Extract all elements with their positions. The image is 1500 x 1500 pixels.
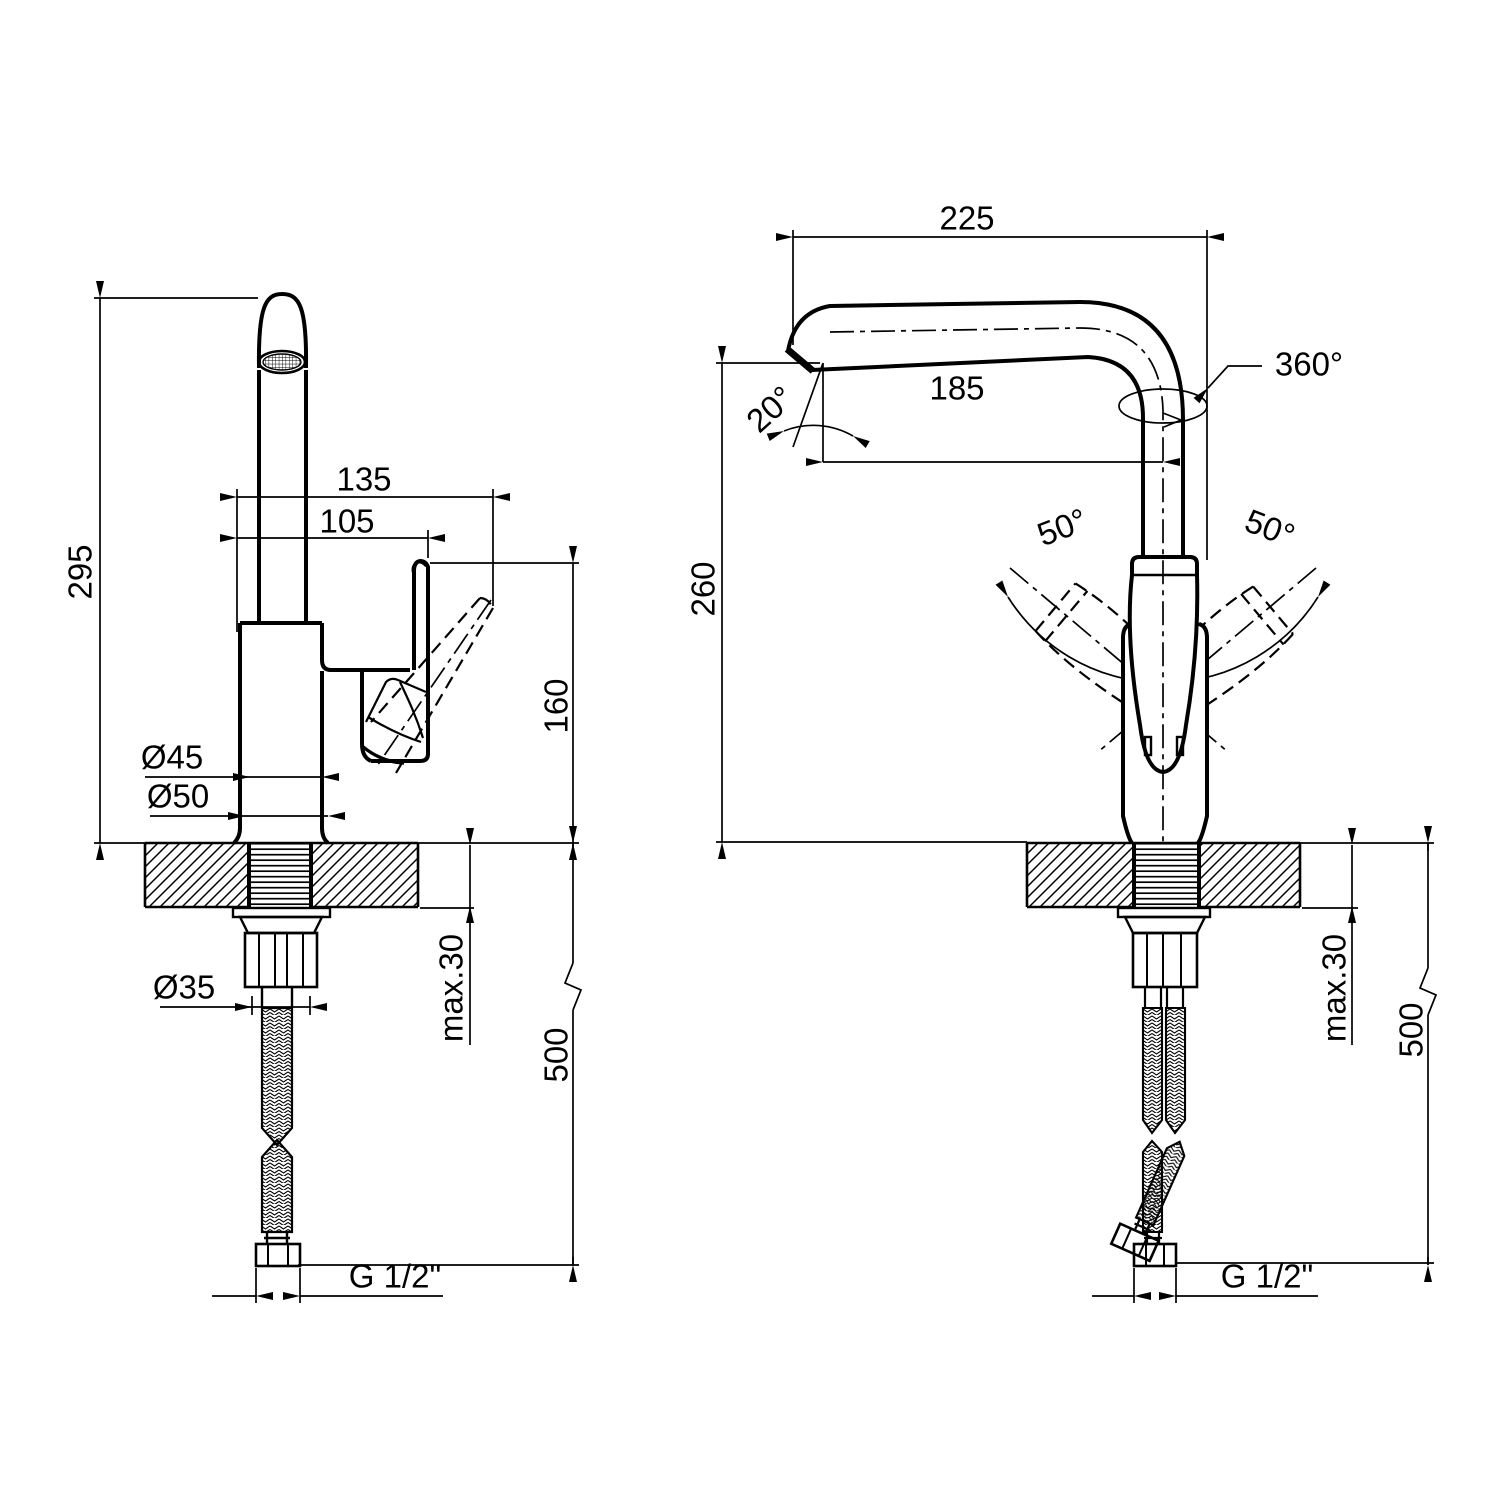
aerator-mesh (262, 353, 302, 371)
extension-lines (1133, 1268, 1177, 1303)
spout-centerline (829, 327, 1164, 843)
dim-hose-length: 500 (1393, 1002, 1430, 1057)
dim-deck-max: max.30 (433, 934, 470, 1042)
fastening-side (231, 906, 332, 1008)
spout-outlet-face (784, 346, 816, 374)
handle-side (360, 558, 494, 774)
dim-spout-swivel: 360° (1275, 346, 1343, 383)
swivel-direction-arrow (1162, 412, 1182, 428)
mounting-nut (243, 931, 319, 989)
spout-front (784, 299, 1185, 580)
body-fill (240, 623, 322, 843)
mounting-nut (1131, 931, 1199, 989)
washer (231, 906, 332, 919)
faucet-side-view (143, 291, 494, 1268)
supply-hose-side (254, 1006, 302, 1268)
angle-20-arc (766, 424, 870, 448)
dim-shank-dia: Ø35 (153, 969, 215, 1006)
swivel-leader (1193, 365, 1262, 404)
braided-hose (260, 1138, 294, 1234)
countertop-side (143, 841, 420, 909)
hose-nut (254, 1242, 302, 1268)
dim-body-dia-base: Ø50 (147, 778, 209, 815)
braided-hose (260, 1006, 294, 1147)
hose-angled (1109, 1140, 1186, 1263)
braided-hose (1164, 1006, 1187, 1135)
countertop-hatch (145, 843, 248, 907)
dim-reach-to-handle: 135 (336, 461, 391, 498)
aerator-ring (257, 349, 307, 375)
fastening-front (1116, 906, 1212, 1008)
dim-thread: G 1/2" (349, 1258, 441, 1295)
dim-reach-to-body: 105 (319, 503, 374, 540)
dim-thread: G 1/2" (1221, 1258, 1313, 1295)
extension-lines (418, 562, 579, 844)
countertop-hatch (1027, 843, 1133, 907)
dimensions-side-view: 295 135 105 160 Ø45 Ø50 Ø35 max.30 500 G… (62, 281, 583, 1303)
dim-lever-swing-right: 50° (1240, 502, 1300, 554)
extension-lines (1300, 842, 1434, 909)
extension-lines (716, 362, 1027, 843)
countertop-hatch (1200, 843, 1300, 907)
spout-tube-fill (258, 294, 307, 625)
shank-thread (1135, 843, 1198, 907)
dimensions-front-view: 225 20° 185 360° 50° 50° 260 max.30 500 … (685, 200, 1438, 1303)
dim-outlet-angle: 20° (739, 379, 801, 440)
dim-overall-height: 295 (62, 544, 99, 599)
braided-hose (1141, 1006, 1164, 1135)
dim-body-height: 160 (538, 678, 575, 733)
supply-hoses-front (1109, 1006, 1187, 1268)
handle-column-fill (414, 562, 428, 762)
handle-swung-right-dashed (1138, 585, 1294, 729)
break-symbol (563, 962, 583, 1011)
dim-deck-max: max.30 (1316, 934, 1353, 1042)
handle-centerline (376, 599, 492, 767)
countertop-hatch (312, 843, 418, 907)
countertop-front (1025, 841, 1302, 909)
faucet-front-view (784, 299, 1331, 1268)
dim-lever-swing-left: 50° (1032, 501, 1092, 553)
extension-lines (255, 1268, 301, 1303)
dim-outlet-height: 260 (685, 561, 722, 616)
handle-mount-fill (322, 671, 428, 762)
swivel-ellipse (1118, 388, 1208, 424)
angle-20-lines (792, 362, 824, 462)
dim-spout-reach: 225 (939, 200, 994, 237)
break-symbol (1418, 967, 1438, 1016)
dim-outlet-reach: 185 (929, 370, 984, 407)
dim-hose-length: 500 (538, 1027, 575, 1082)
braided-hose (1134, 1140, 1186, 1227)
spout-cap (256, 291, 309, 375)
handle-alt-position-dashed (370, 596, 494, 774)
shank-thread (250, 843, 310, 907)
dim-body-dia-top: Ø45 (141, 739, 203, 776)
